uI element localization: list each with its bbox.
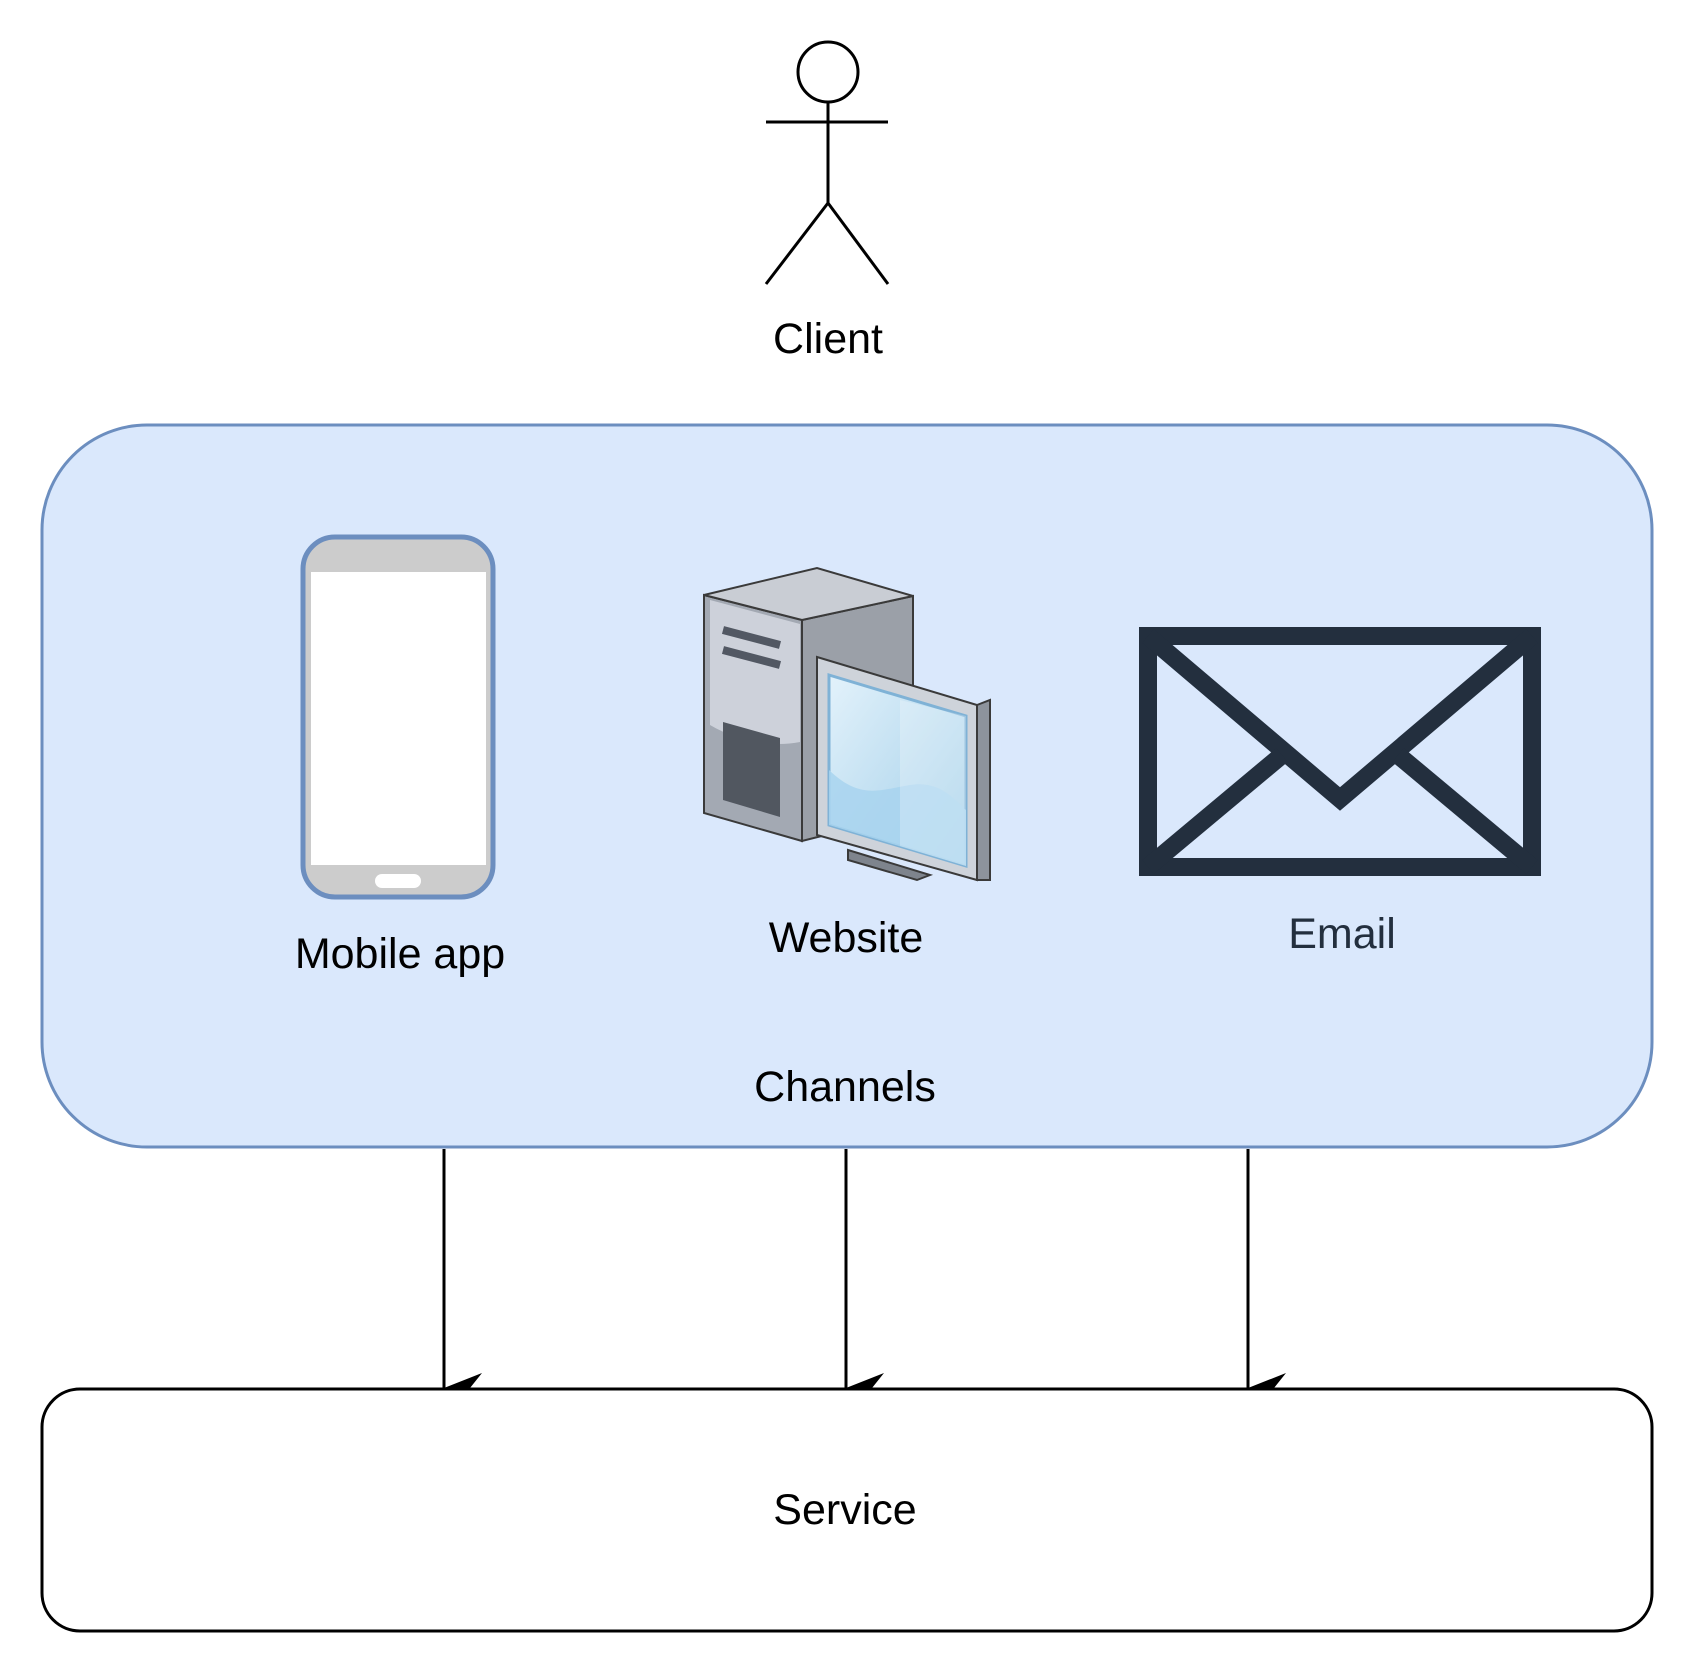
- channel-website[interactable]: Website: [703, 566, 991, 962]
- mobile-phone-icon: [300, 534, 496, 900]
- person-icon: [764, 40, 890, 285]
- client-label: Client: [773, 315, 883, 363]
- channels-label: Channels: [754, 1063, 936, 1111]
- service-box: [40, 1387, 1654, 1633]
- client-actor[interactable]: Client: [764, 40, 890, 363]
- envelope-icon: [1139, 627, 1541, 876]
- connectors: [442, 1149, 1286, 1403]
- email-label: Email: [1288, 910, 1396, 958]
- desktop-computer-icon: [703, 566, 991, 882]
- website-label: Website: [769, 914, 924, 962]
- service-label: Service: [773, 1486, 916, 1534]
- mobile-app-label: Mobile app: [295, 930, 505, 978]
- service-node[interactable]: Service: [40, 1387, 1654, 1633]
- channel-mobile-app[interactable]: Mobile app: [295, 534, 505, 978]
- channel-email[interactable]: Email: [1139, 627, 1541, 958]
